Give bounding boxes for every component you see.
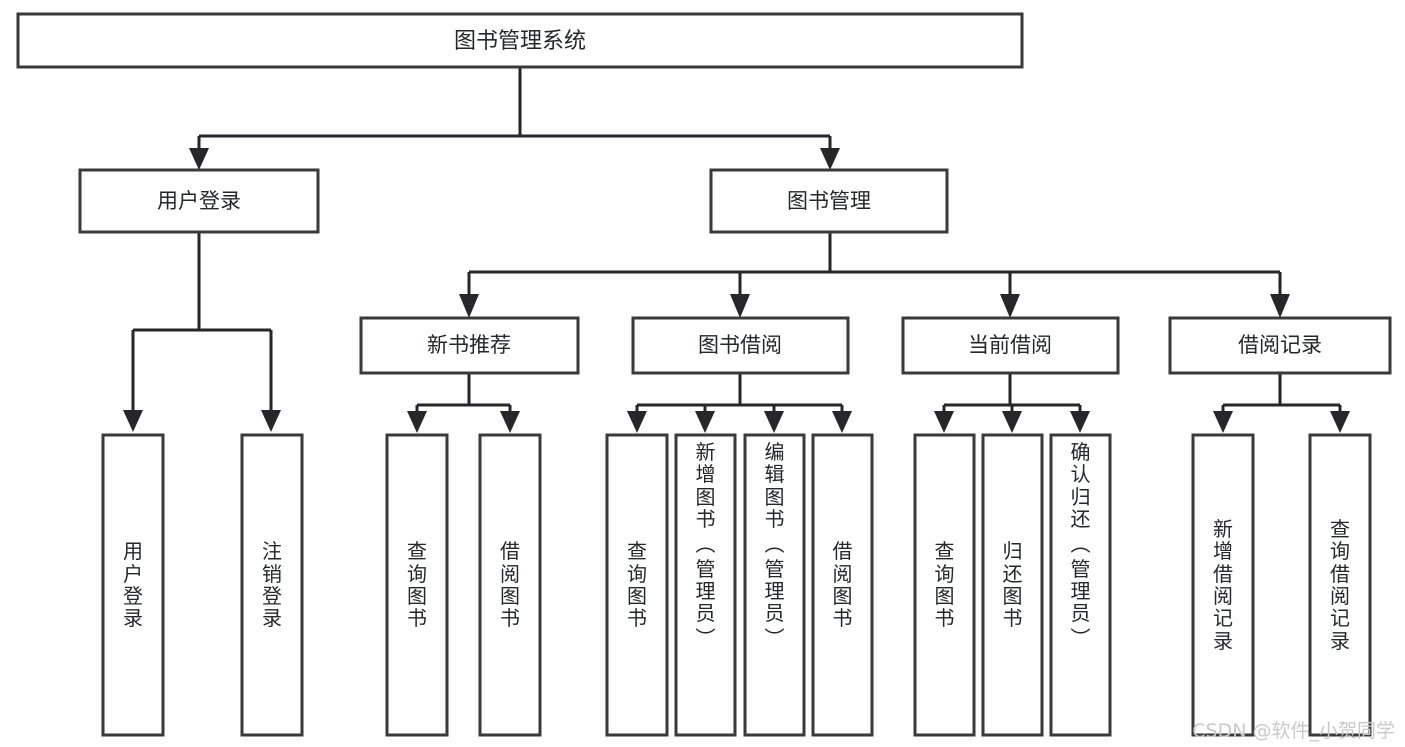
node-root-system-box[interactable] <box>16 12 1024 69</box>
node-borrow-record-box[interactable] <box>1168 316 1392 375</box>
arrowhead-leaf-bookborrow-2 <box>695 411 715 433</box>
arrowhead-to-borrow-record <box>1270 294 1290 318</box>
arrowhead-leaf-borrowrecord-2 <box>1330 411 1350 433</box>
node-new-book-recommend-box[interactable] <box>359 316 580 375</box>
leaf-box-current-return[interactable] <box>981 433 1044 737</box>
arrowhead-leaf-newbook-2 <box>500 411 520 433</box>
node-user-login-box[interactable] <box>78 168 320 234</box>
node-user-login[interactable]: 用户登录 <box>78 168 320 234</box>
leaf-box-record-query[interactable] <box>1308 433 1372 737</box>
connectors <box>123 67 1350 433</box>
node-current-borrow[interactable]: 当前借阅 <box>901 316 1120 375</box>
leaf-box-bookborrow-add[interactable] <box>674 433 737 737</box>
node-current-borrow-box[interactable] <box>901 316 1120 375</box>
node-borrow-record-label: 借阅记录 <box>1238 333 1322 357</box>
node-new-book-recommend[interactable]: 新书推荐 <box>359 316 580 375</box>
node-root-system-label: 图书管理系统 <box>454 29 586 54</box>
node-borrow-record[interactable]: 借阅记录 <box>1168 316 1392 375</box>
leaf-box-user-login[interactable] <box>101 433 165 737</box>
node-book-manage-label: 图书管理 <box>787 189 871 213</box>
arrowhead-leaf-bookborrow-1 <box>627 411 647 433</box>
arrowhead-leaf-bookborrow-4 <box>832 411 852 433</box>
arrowhead-to-new-book <box>459 294 479 318</box>
leaf-box-bookborrow-borrow[interactable] <box>811 433 874 737</box>
arrowhead-leaf-user-login-2 <box>261 410 281 432</box>
leaf-box-current-confirm[interactable] <box>1049 433 1112 737</box>
arrowhead-leaf-currentborrow-3 <box>1070 411 1090 433</box>
leaf-box-bookborrow-edit[interactable] <box>743 433 806 737</box>
node-book-borrow-label: 图书借阅 <box>698 333 782 357</box>
arrowhead-to-user-login <box>189 148 209 170</box>
leaf-box-record-add[interactable] <box>1191 433 1255 737</box>
leaf-box-bookborrow-query[interactable] <box>605 433 669 737</box>
leaf-box-current-query[interactable] <box>913 433 976 737</box>
node-book-borrow-box[interactable] <box>631 316 850 375</box>
arrowhead-leaf-user-login-1 <box>123 410 143 432</box>
arrowhead-leaf-currentborrow-1 <box>934 411 954 433</box>
arrowhead-to-book-borrow <box>730 294 750 318</box>
leaf-boxes <box>101 433 1372 737</box>
arrowhead-leaf-bookborrow-3 <box>764 411 784 433</box>
leaf-box-logout[interactable] <box>240 433 304 737</box>
watermark: CSDN @软件_小贺同学 <box>1192 720 1395 742</box>
leaf-box-newbook-query[interactable] <box>385 433 449 737</box>
arrowhead-to-current-borrow <box>1000 294 1020 318</box>
node-root-system[interactable]: 图书管理系统 <box>16 12 1024 69</box>
node-book-manage-box[interactable] <box>709 168 949 234</box>
arrowhead-to-book-manage <box>820 148 840 170</box>
leaf-box-newbook-borrow[interactable] <box>478 433 542 737</box>
node-new-book-recommend-label: 新书推荐 <box>427 333 511 357</box>
node-current-borrow-label: 当前借阅 <box>968 333 1052 357</box>
arrowhead-leaf-borrowrecord-1 <box>1213 411 1233 433</box>
node-book-borrow[interactable]: 图书借阅 <box>631 316 850 375</box>
arrowhead-leaf-newbook-1 <box>407 411 427 433</box>
arrowhead-leaf-currentborrow-2 <box>1002 411 1022 433</box>
node-book-manage[interactable]: 图书管理 <box>709 168 949 234</box>
node-user-login-label: 用户登录 <box>157 189 241 213</box>
